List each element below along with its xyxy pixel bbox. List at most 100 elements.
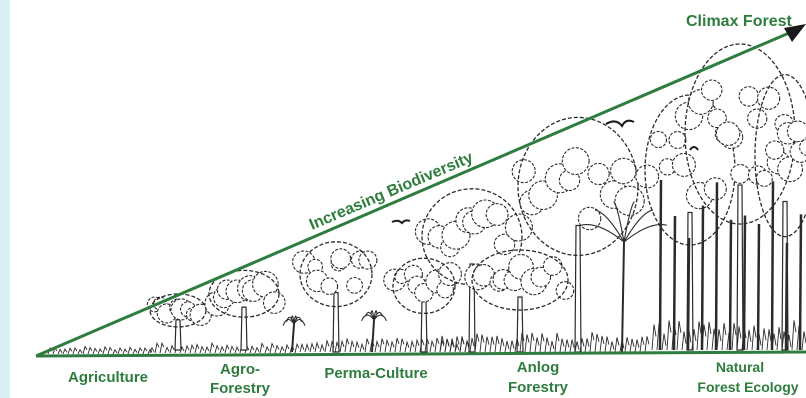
analog-tree-1-foliage (505, 214, 532, 241)
ground-plant (265, 347, 269, 353)
ground-plant (777, 327, 781, 350)
perma-palm-2-trunk (372, 320, 374, 352)
ground-plant (375, 342, 379, 353)
ground-plant (590, 332, 594, 352)
forest-tree-2-foliage (758, 87, 780, 109)
ground-plant (58, 350, 62, 355)
ground-plant (722, 323, 726, 350)
forest-tree-2-trunk (737, 185, 743, 350)
analog-tree-tall-foliage (512, 160, 535, 183)
bird-icon (690, 147, 698, 150)
ground-plant (435, 338, 439, 352)
ground-plant (205, 347, 209, 353)
ground-plant (350, 341, 354, 352)
ground-plant (340, 341, 344, 352)
ground-plant (165, 347, 169, 353)
ground-plant (485, 337, 489, 352)
ground-plant (732, 323, 736, 350)
analog-tree-mid-foliage (556, 282, 574, 300)
ground-plant (570, 340, 574, 352)
ground-plant (792, 320, 796, 350)
stage-agriculture-label: Agriculture (68, 369, 148, 386)
perma-tree-tall-foliage (321, 278, 338, 295)
forest-tree-1-foliage (672, 153, 695, 176)
ground-plant (560, 339, 564, 352)
ground-plant (500, 338, 504, 352)
ground-plant (540, 333, 544, 352)
ground-plant (103, 347, 107, 354)
ground-plant (405, 342, 409, 352)
ground-plant (430, 341, 434, 352)
ground-plant (215, 346, 219, 353)
ground-plant (545, 338, 549, 352)
ground-plant (143, 348, 147, 354)
ground-plant (250, 346, 254, 353)
ground-plant (295, 344, 299, 353)
ground-plant (355, 342, 359, 352)
ground-plant (345, 339, 349, 352)
ground-plant (585, 339, 589, 353)
ground-plant (600, 336, 604, 352)
stage-agro-forestry-label-line2: Forestry (210, 380, 271, 397)
ground-plant (395, 338, 399, 352)
bird-icon (606, 121, 634, 126)
ground-plant (160, 343, 164, 353)
forest-tree-2-foliage (716, 122, 739, 145)
analog-tree-tall-foliage (588, 163, 609, 184)
forest-tree-2-foliage (702, 80, 722, 100)
ground-plant (185, 346, 189, 353)
ground-plant (315, 343, 319, 352)
ground-plant (138, 348, 142, 354)
ground-plant (530, 333, 534, 352)
ground-plant (320, 345, 324, 352)
ground-plant (682, 332, 686, 350)
ground-plant (450, 339, 454, 352)
ground-plant (88, 348, 92, 354)
ground-plant (360, 344, 364, 352)
ground-plant (133, 349, 137, 354)
ground-plant (460, 336, 464, 352)
agro-tree-large-foliage (264, 292, 286, 314)
ground-plant (300, 344, 304, 352)
forest-tree-2-foliage (739, 87, 758, 106)
ground-plant (73, 348, 77, 354)
ground-plant (380, 339, 384, 352)
ground-plant (170, 346, 174, 353)
ground-plant (270, 344, 274, 353)
ground-plant (225, 345, 229, 353)
analog-tree-tall-foliage (615, 186, 644, 215)
ground-plant (220, 347, 224, 353)
ground-plant (78, 350, 82, 354)
ground-plant (615, 337, 619, 352)
forest-trunk (800, 214, 801, 350)
ground-plant (305, 345, 309, 353)
forest-tree-3-foliage (756, 170, 772, 186)
ground-plant (762, 328, 766, 350)
biodiversity-slope-arrow (36, 30, 796, 356)
forest-tree-1-foliage (669, 132, 686, 149)
ground-plant (255, 348, 259, 353)
ground-plant (365, 339, 369, 352)
ground-plant (210, 343, 214, 353)
analog-tree-tall-trunk (575, 226, 581, 353)
ground-plant (275, 346, 279, 353)
ground-plant (390, 342, 394, 352)
analog-tree-mid-trunk (517, 297, 523, 352)
ground-plant (123, 349, 127, 354)
ground-plant (505, 341, 509, 352)
ground-plant (677, 321, 681, 350)
forest-trunk (758, 224, 759, 350)
forest-tree-3-foliage (766, 141, 784, 159)
increasing-biodiversity-label: Increasing Biodiversity (307, 149, 476, 233)
agro-tree-large-trunk (241, 307, 247, 350)
forest-trunk (660, 180, 661, 350)
stage-natural-forest-label-line1: Natural (716, 359, 764, 375)
ground-plant (697, 321, 701, 350)
perma-palm-trunk (292, 324, 294, 352)
ground-plant (747, 330, 751, 350)
bird-icon (392, 220, 410, 223)
forest-tree-2-foliage (731, 165, 750, 184)
ground-plant (635, 340, 639, 352)
ground-plant (707, 322, 711, 350)
